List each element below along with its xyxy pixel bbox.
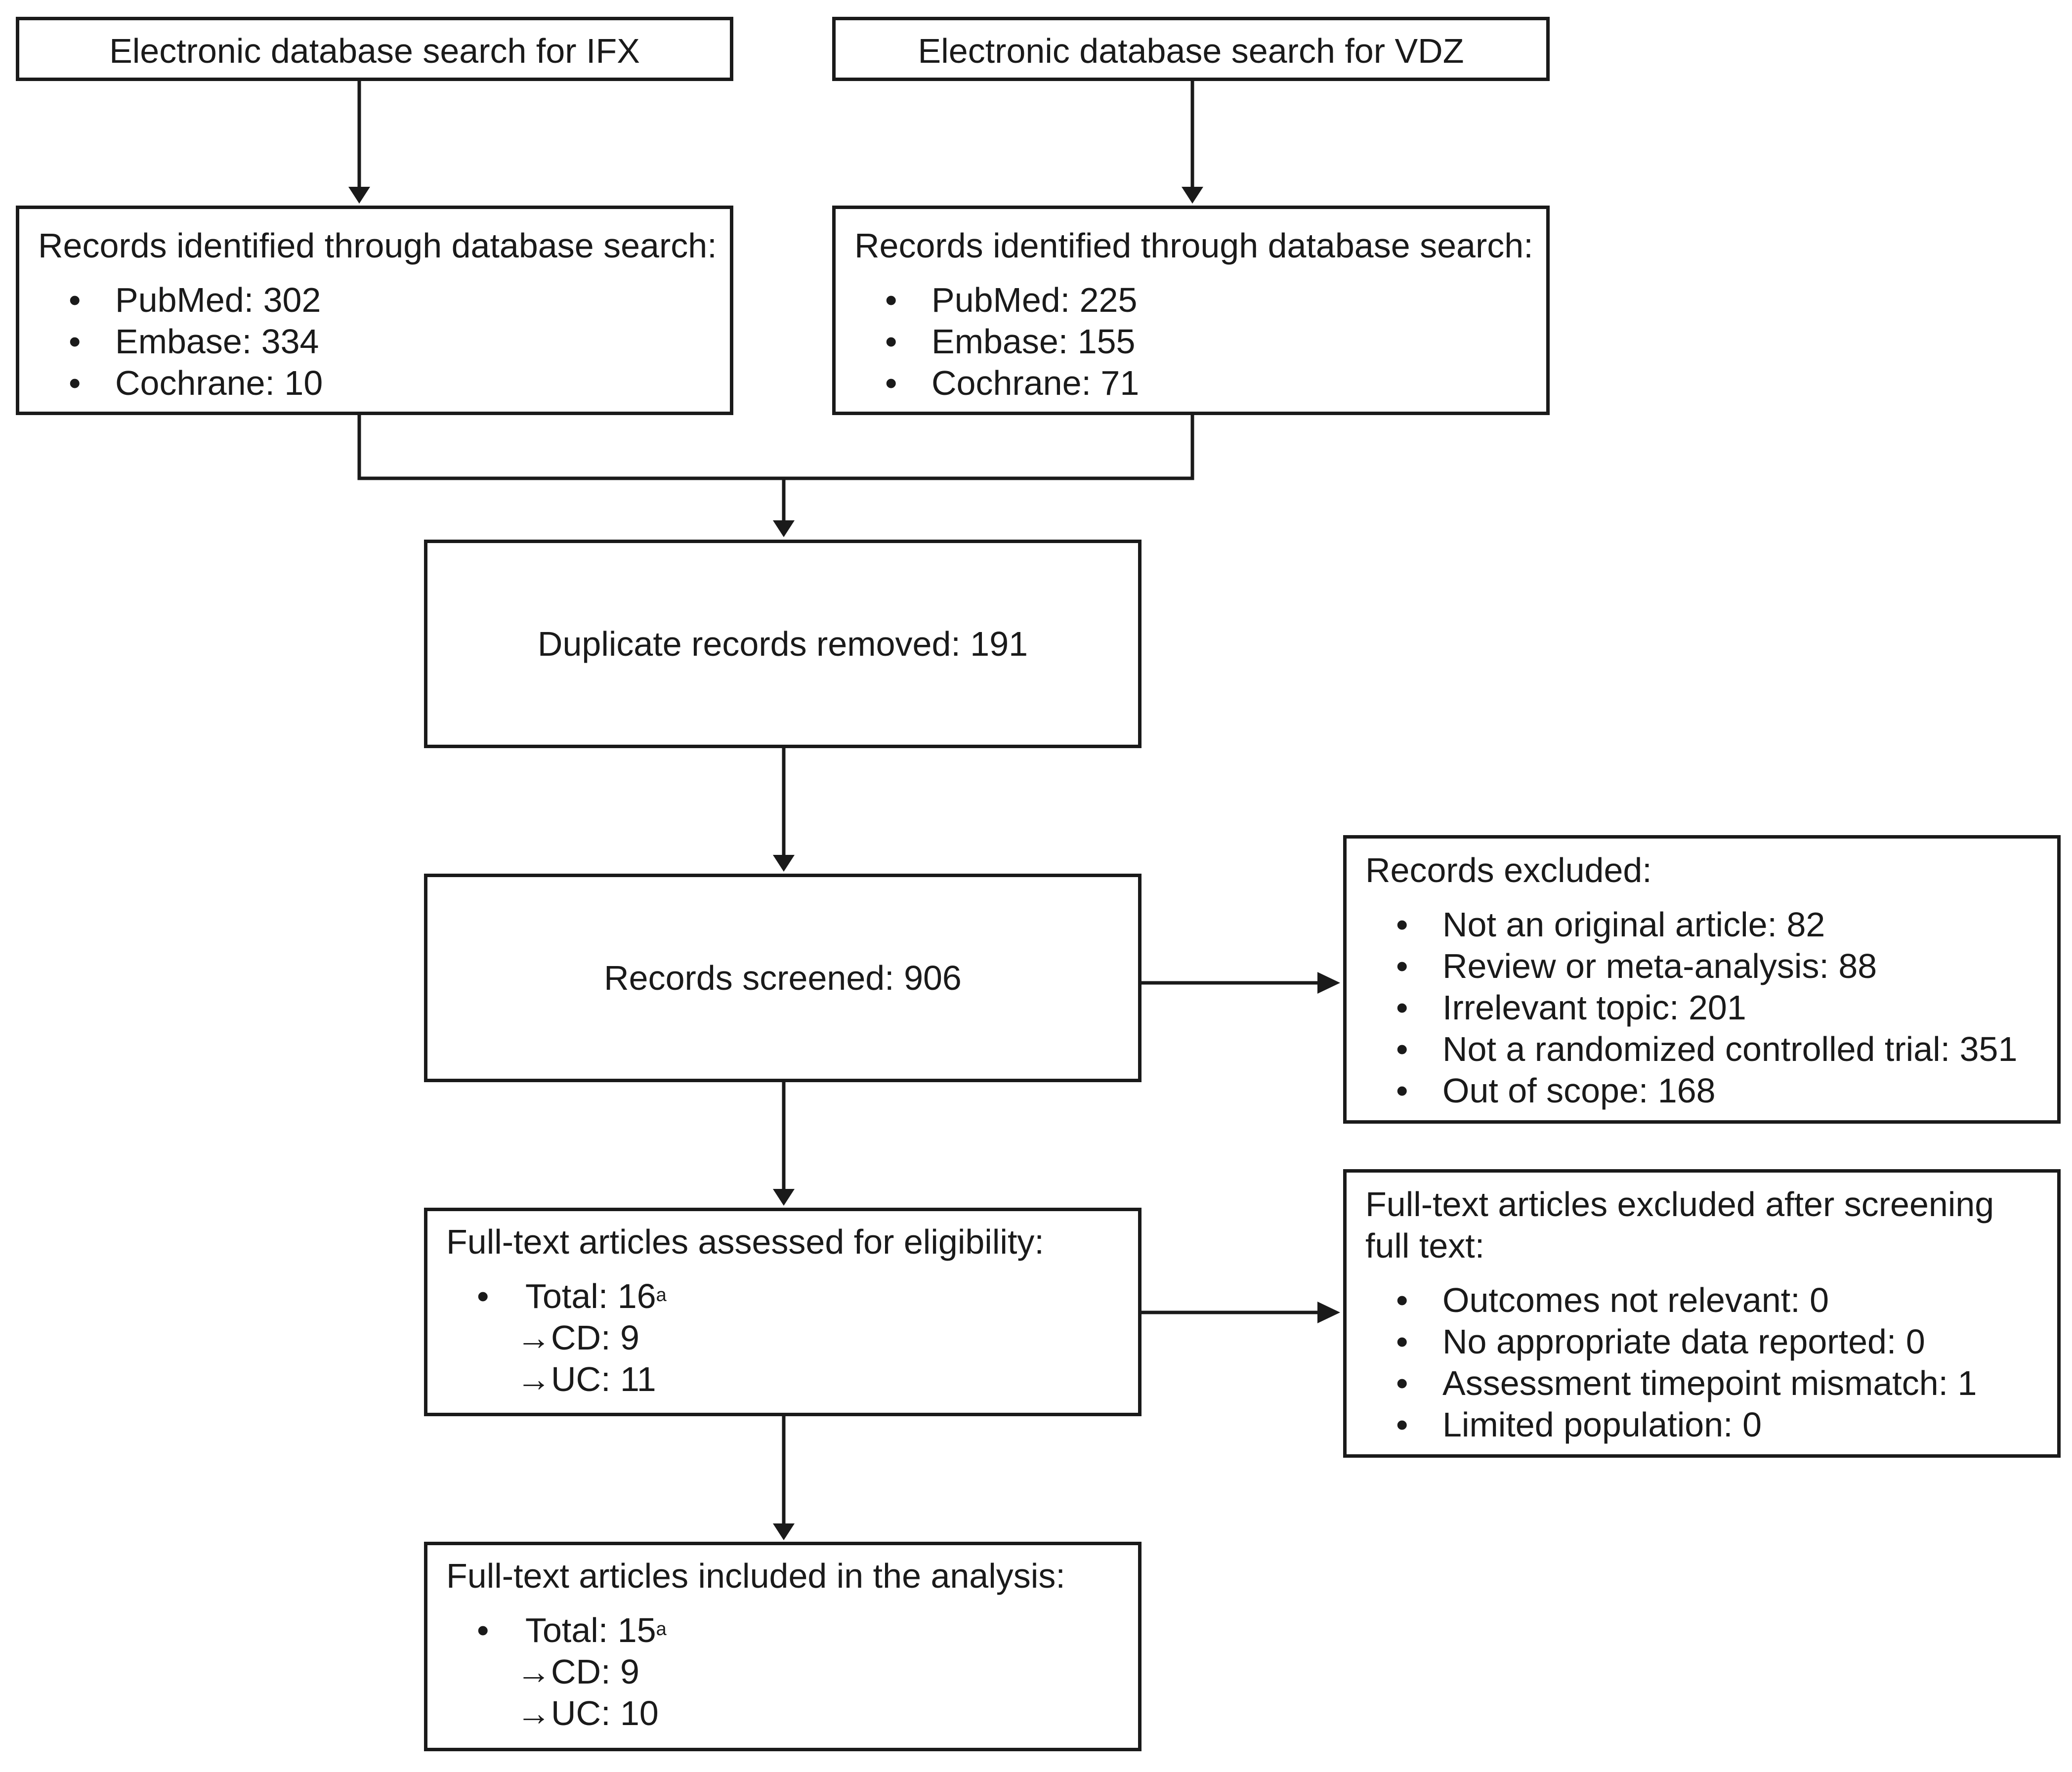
vdz-search-box: Electronic database search for VDZ (832, 17, 1550, 81)
records-excluded-heading: Records excluded: (1365, 851, 1652, 889)
footnote-marker: a (656, 1619, 667, 1640)
fulltext-excluded-item: No appropriate data reported: 0 (1442, 1322, 1925, 1361)
ifx-search-label: Electronic database search for IFX (109, 32, 640, 70)
merge-connector (357, 415, 1194, 480)
assessed-uc: →UC: 11 (516, 1360, 656, 1398)
arrowhead (773, 520, 795, 537)
assessed-box: Full-text articles assessed for eligibil… (424, 1208, 1142, 1416)
arrowhead (773, 1523, 795, 1540)
ifx-search-box: Electronic database search for IFX (16, 17, 733, 81)
bullet: • (1396, 1281, 1408, 1319)
records-excluded-item: Not a randomized controlled trial: 351 (1442, 1030, 2018, 1068)
bullet: • (69, 322, 81, 361)
bullet: • (885, 322, 897, 361)
records-excluded-box: Records excluded: • Not an original arti… (1343, 835, 2061, 1124)
duplicates-box: Duplicate records removed: 191 (424, 540, 1142, 748)
arrowhead (348, 187, 370, 204)
included-total: Total: 15a (525, 1609, 667, 1651)
assessed-total-text: Total: 16 (525, 1277, 656, 1315)
bullet: • (885, 281, 897, 319)
bullet: • (885, 364, 897, 402)
vdz-records-item: Cochrane: 71 (931, 364, 1140, 402)
ifx-records-item: PubMed: 302 (115, 281, 321, 319)
bullet: • (69, 281, 81, 319)
records-excluded-item: Out of scope: 168 (1442, 1071, 1716, 1110)
included-total-text: Total: 15 (525, 1611, 656, 1649)
bullet: • (1396, 988, 1408, 1027)
bullet: • (477, 1611, 489, 1649)
fulltext-excluded-item: Assessment timepoint mismatch: 1 (1442, 1364, 1977, 1402)
bullet: • (1396, 905, 1408, 944)
fulltext-excluded-heading-line2: full text: (1365, 1226, 1485, 1265)
fulltext-excluded-item: Outcomes not relevant: 0 (1442, 1281, 1829, 1319)
vdz-search-label: Electronic database search for VDZ (918, 32, 1464, 70)
arrowhead (773, 1189, 795, 1206)
bullet: • (1396, 947, 1408, 985)
assessed-heading: Full-text articles assessed for eligibil… (446, 1223, 1044, 1261)
ifx-records-item: Cochrane: 10 (115, 364, 323, 402)
fulltext-excluded-box: Full-text articles excluded after screen… (1343, 1169, 2061, 1458)
bullet: • (1396, 1322, 1408, 1361)
duplicates-label: Duplicate records removed: 191 (537, 625, 1028, 663)
assessed-cd: →CD: 9 (516, 1318, 639, 1357)
screened-label: Records screened: 906 (604, 959, 962, 997)
ifx-records-box: Records identified through database sear… (16, 206, 733, 415)
records-excluded-item: Irrelevant topic: 201 (1442, 988, 1746, 1027)
records-excluded-item: Review or meta-analysis: 88 (1442, 947, 1877, 985)
included-uc: →UC: 10 (516, 1694, 659, 1732)
ifx-records-item: Embase: 334 (115, 322, 319, 361)
vdz-records-item: Embase: 155 (931, 322, 1136, 361)
vdz-records-box: Records identified through database sear… (832, 206, 1550, 415)
ifx-records-heading: Records identified through database sear… (38, 226, 717, 265)
included-heading: Full-text articles included in the analy… (446, 1557, 1065, 1595)
fulltext-excluded-heading-line1: Full-text articles excluded after screen… (1365, 1185, 1994, 1224)
screened-box: Records screened: 906 (424, 874, 1142, 1082)
fulltext-excluded-item: Limited population: 0 (1442, 1405, 1762, 1444)
arrowhead (1317, 972, 1340, 994)
records-excluded-item: Not an original article: 82 (1442, 905, 1825, 944)
bullet: • (1396, 1364, 1408, 1402)
arrowhead (773, 855, 795, 872)
bullet: • (1396, 1071, 1408, 1110)
bullet: • (477, 1277, 489, 1315)
arrowhead (1182, 187, 1203, 204)
bullet: • (69, 364, 81, 402)
included-cd: →CD: 9 (516, 1652, 639, 1691)
bullet: • (1396, 1030, 1408, 1068)
bullet: • (1396, 1405, 1408, 1444)
included-box: Full-text articles included in the analy… (424, 1542, 1142, 1751)
footnote-marker: a (656, 1285, 667, 1306)
arrowhead (1317, 1302, 1340, 1323)
assessed-total: Total: 16a (525, 1275, 667, 1317)
vdz-records-heading: Records identified through database sear… (854, 226, 1533, 265)
vdz-records-item: PubMed: 225 (931, 281, 1138, 319)
